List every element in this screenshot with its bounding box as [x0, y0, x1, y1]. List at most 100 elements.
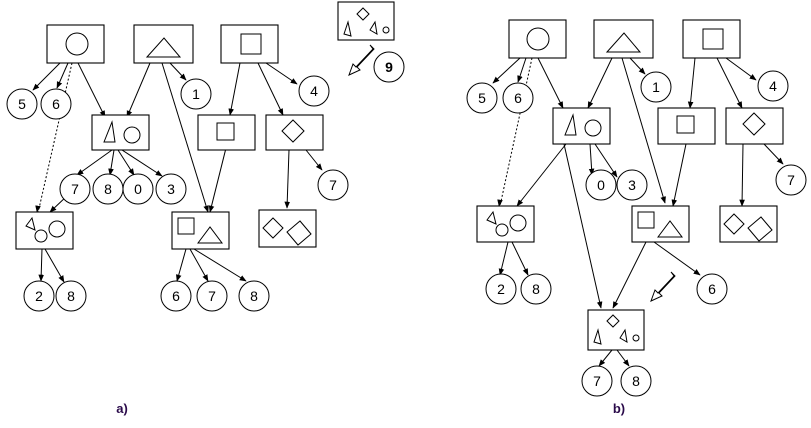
svg-text:6: 6 [708, 281, 716, 297]
concept-box-triangle-two-circles [15, 211, 74, 250]
svg-text:7: 7 [593, 373, 601, 389]
diamond-icon [281, 119, 305, 143]
node-a-13: 8 [238, 280, 270, 312]
new-object-box [337, 1, 395, 41]
svg-text:3: 3 [167, 181, 175, 197]
node-b-8: 8 [520, 273, 552, 305]
diamond-icon [606, 314, 620, 328]
node-a-3: 4 [298, 75, 330, 107]
panel-b-edges [492, 57, 784, 367]
node-a-11: 6 [160, 280, 192, 312]
node-a-1: 6 [40, 88, 72, 120]
svg-text:7: 7 [787, 172, 795, 188]
node-b-4: 0 [585, 169, 617, 201]
node-b-7: 2 [485, 273, 517, 305]
circle-icon [123, 126, 141, 144]
svg-text:2: 2 [497, 281, 505, 297]
svg-text:8: 8 [104, 181, 112, 197]
svg-text:6: 6 [514, 90, 522, 106]
node-b-0: 5 [466, 82, 498, 114]
svg-text:8: 8 [532, 281, 540, 297]
concept-box-triangle-b [593, 19, 654, 59]
svg-text:2: 2 [35, 288, 43, 304]
circle-icon [48, 220, 66, 238]
square-icon [240, 33, 262, 55]
concept-box-two-diamonds-b [719, 205, 778, 243]
svg-text:6: 6 [52, 96, 60, 112]
triangle-icon [343, 20, 352, 37]
concept-box-square-2 [197, 114, 256, 151]
svg-text:5: 5 [18, 96, 26, 112]
square-icon [676, 115, 695, 134]
svg-text:6: 6 [172, 288, 180, 304]
concept-box-diamond [265, 114, 324, 151]
svg-text:7: 7 [71, 181, 79, 197]
node-a-2: 1 [180, 78, 212, 110]
circle-icon [34, 229, 48, 243]
concept-box-square [220, 24, 279, 64]
svg-text:4: 4 [310, 83, 318, 99]
concept-box-triangle-two-circles-b [476, 205, 535, 243]
concept-box-triangle-circle [91, 114, 150, 151]
diamond-icon [356, 7, 370, 21]
node-a-12: 7 [196, 280, 228, 312]
node-b-1: 6 [502, 82, 534, 114]
diamond-icon [723, 213, 745, 235]
concept-box-circle [46, 24, 105, 64]
concept-box-diamond-b [725, 107, 784, 145]
concept-box-triangle-circle-b [552, 107, 611, 145]
insertion-arrow [650, 271, 676, 302]
circle-icon [509, 214, 527, 232]
triangle-icon [564, 113, 577, 136]
node-a-8: 7 [317, 169, 349, 201]
triangle-icon [25, 216, 36, 231]
node-a-7: 3 [155, 173, 187, 205]
triangle-icon [605, 32, 642, 53]
triangle-icon [145, 37, 182, 58]
node-b-9: 6 [696, 273, 728, 305]
circle-icon [526, 27, 550, 51]
node-b-2: 1 [640, 71, 672, 103]
circle-icon [495, 223, 509, 237]
panel-a: 5 6 1 4 7 8 0 3 7 2 8 6 7 8 9 a) [6, 1, 405, 416]
square-icon [637, 211, 655, 229]
triangle-icon [657, 220, 683, 238]
circle-icon [584, 119, 602, 137]
square-icon [216, 122, 235, 141]
concept-box-circle-b [508, 19, 567, 59]
panel-a-caption: a) [116, 401, 128, 416]
node-b-3: 4 [757, 70, 789, 102]
panel-b: 5 6 1 4 0 3 7 2 8 6 7 8 b) [466, 19, 807, 416]
diamond-icon [262, 217, 284, 239]
concept-box-triangle [133, 24, 194, 64]
svg-text:8: 8 [67, 288, 75, 304]
panel-a-edges [32, 44, 375, 283]
concept-box-square-triangle-b [631, 205, 690, 243]
svg-text:7: 7 [329, 177, 337, 193]
triangle-icon [486, 210, 497, 225]
square-icon [177, 217, 195, 235]
svg-text:3: 3 [628, 177, 636, 193]
node-a-9: 2 [23, 280, 55, 312]
diamond-icon [742, 112, 766, 136]
node-a-0: 5 [6, 88, 38, 120]
svg-text:1: 1 [652, 79, 660, 95]
svg-text:0: 0 [134, 181, 142, 197]
triangle-icon [103, 120, 116, 143]
diamond-icon [286, 220, 312, 246]
square-icon [702, 28, 724, 50]
node-a-5: 8 [92, 173, 124, 205]
node-a-6: 0 [122, 173, 154, 205]
circle-icon [65, 32, 89, 56]
node-b-5: 3 [616, 169, 648, 201]
circle-icon [382, 26, 390, 34]
circle-icon [632, 334, 640, 342]
panel-b-caption: b) [613, 401, 625, 416]
triangle-icon [369, 20, 378, 35]
concept-box-square-b [682, 19, 741, 59]
svg-text:5: 5 [478, 90, 486, 106]
triangle-icon [197, 226, 223, 244]
triangle-icon [593, 328, 602, 345]
node-b-11: 8 [620, 365, 652, 397]
